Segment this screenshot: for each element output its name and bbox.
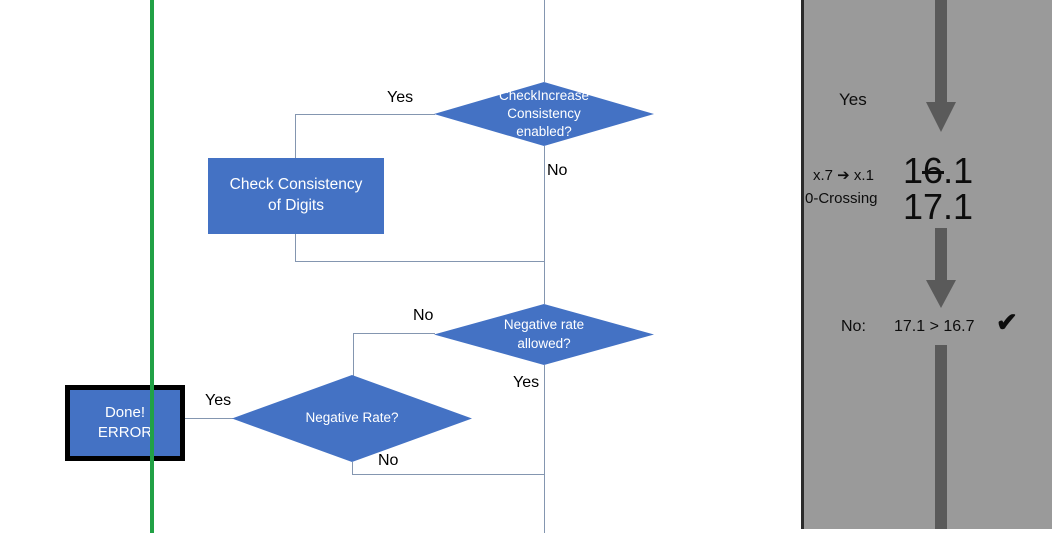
connector-allowed-yes-down xyxy=(544,365,545,475)
connector-proc-join xyxy=(295,261,545,262)
connector-allowed-no-horizontal xyxy=(353,333,435,334)
edge-label-check-increase-no: No xyxy=(547,162,568,179)
panel-value-new: 17.1 xyxy=(903,186,974,227)
panel-arrow-middle xyxy=(923,228,959,310)
connector-yes-horizontal xyxy=(295,114,435,115)
connector-negrate-no-down xyxy=(352,462,353,475)
annotation-panel: Yes x.7 ➔ x.1 0-Crossing 16.1 17.1 No: 1… xyxy=(801,0,1052,529)
connector-yes-down xyxy=(295,114,296,158)
panel-value-old-prefix: 1 xyxy=(903,150,924,191)
edge-label-check-increase-yes: Yes xyxy=(387,89,414,106)
decision-negative-rate[interactable]: Negative Rate? xyxy=(232,375,472,462)
panel-yes-label: Yes xyxy=(839,90,867,109)
connector-negrate-yes-horizontal xyxy=(173,418,233,419)
panel-result-comparison: 17.1 > 16.7 xyxy=(894,318,975,335)
connector-allowed-no-down xyxy=(353,333,354,418)
panel-note-line-1: x.7 ➔ x.1 xyxy=(813,167,874,184)
process-check-consistency-label: Check Consistency of Digits xyxy=(229,176,363,214)
connector-top-feed xyxy=(544,0,545,82)
edge-label-negative-rate-no: No xyxy=(378,452,399,469)
connector-negrate-no-join xyxy=(352,474,545,475)
check-icon: ✔ xyxy=(996,307,1018,337)
connector-bottom-spine xyxy=(544,474,545,533)
decision-check-increase-consistency[interactable]: CheckIncrease Consistency enabled? xyxy=(434,82,654,146)
decision-negative-rate-allowed[interactable]: Negative rate allowed? xyxy=(434,304,654,365)
panel-value-old-suffix: .1 xyxy=(943,150,974,191)
panel-result-label: No: xyxy=(841,318,866,335)
edge-label-negative-rate-yes: Yes xyxy=(205,392,232,409)
edge-label-negative-allowed-yes: Yes xyxy=(513,374,540,391)
connector-no-spine xyxy=(544,146,545,304)
terminator-done-error[interactable]: Done! ERROR xyxy=(65,385,185,461)
panel-value-old-struck-digit: 6 xyxy=(922,150,945,191)
green-divider-line xyxy=(150,0,154,533)
edge-label-negative-allowed-no: No xyxy=(413,307,434,324)
panel-arrow-top xyxy=(923,0,959,136)
connector-proc-bottom xyxy=(295,234,296,262)
panel-value-old: 16.1 xyxy=(903,150,974,191)
panel-arrow-bottom xyxy=(935,345,947,529)
panel-note-line-2: 0-Crossing xyxy=(805,190,878,207)
terminator-done-error-label: Done! ERROR xyxy=(97,403,153,441)
process-check-consistency-of-digits[interactable]: Check Consistency of Digits xyxy=(208,158,384,234)
